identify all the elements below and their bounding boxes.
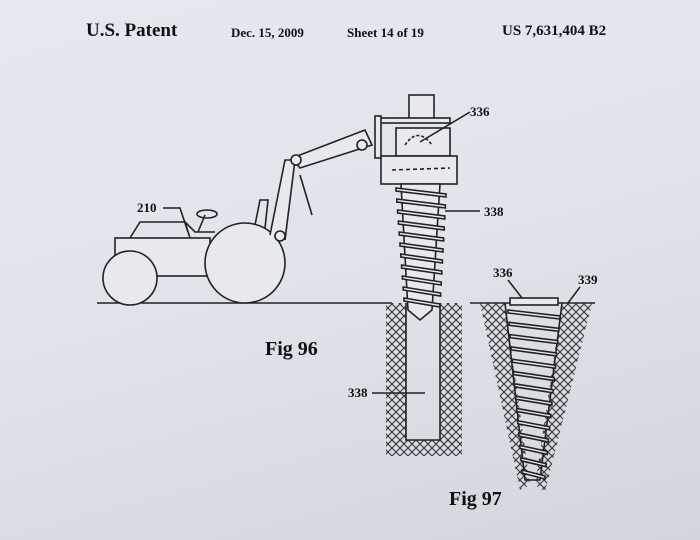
patent-number: US 7,631,404 B2 <box>502 23 607 39</box>
screw-thread <box>517 432 550 444</box>
screw-thread <box>396 198 447 209</box>
hole-fig96 <box>386 303 462 456</box>
tractor <box>102 199 286 306</box>
figure-label-97: Fig 97 <box>449 488 502 510</box>
screw-thread <box>521 468 546 481</box>
screw-thread <box>507 309 561 320</box>
ref-339: 339 <box>578 272 598 287</box>
screw-thread <box>520 456 547 468</box>
screw-thread <box>399 242 444 253</box>
screw-thread <box>400 253 444 264</box>
patent-date: Dec. 15, 2009 <box>231 25 304 40</box>
screw-thread <box>402 286 442 297</box>
screw-thread <box>519 444 549 456</box>
screw-thread <box>401 275 442 286</box>
screw-thread <box>511 358 557 370</box>
backhoe-arm <box>269 128 374 242</box>
patent-title: U.S. Patent <box>86 20 178 41</box>
ref-338-screw: 338 <box>484 204 504 219</box>
screw-thread <box>397 220 445 231</box>
sheet-number: Sheet 14 of 19 <box>347 25 424 40</box>
ref-336-head: 336 <box>470 104 490 119</box>
screw-thread <box>510 346 558 357</box>
screw-thread <box>396 209 446 220</box>
hole-fig97 <box>480 297 592 492</box>
screw-thread <box>398 231 445 242</box>
screw-thread <box>513 382 554 394</box>
figure-label-96: Fig 96 <box>265 338 318 360</box>
ref-338-hole: 338 <box>348 385 368 400</box>
screw-thread <box>508 321 560 333</box>
screw-thread <box>395 187 447 198</box>
screw-thread <box>514 395 553 407</box>
screw-thread <box>516 419 551 431</box>
screw-thread <box>400 264 443 275</box>
auger-drive-head <box>374 94 458 185</box>
ref-210: 210 <box>137 200 157 215</box>
screw-thread <box>509 333 559 345</box>
screw-thread <box>512 370 556 382</box>
screw-thread <box>515 407 552 419</box>
ref-336-cap: 336 <box>493 265 513 280</box>
screw-anchor <box>395 183 447 322</box>
